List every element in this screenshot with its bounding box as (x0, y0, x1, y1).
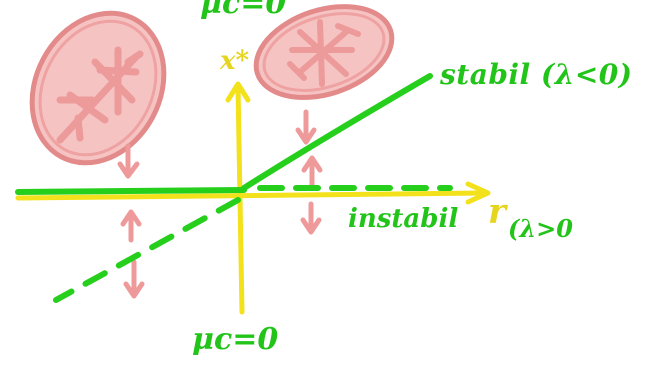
stable-branch-label: stabil (λ<0) (440, 58, 633, 91)
left-ellipse (7, 0, 190, 186)
unstable-branch-label: instabil (348, 204, 458, 234)
unstable-lambda-label: (λ>0 (508, 214, 573, 243)
unstable-branch-lower (56, 200, 238, 300)
left-flow-cluster (7, 0, 190, 186)
top-mu-label: μc=0 (200, 0, 286, 21)
arrow-icon (298, 112, 314, 142)
flow-arrows (120, 112, 320, 296)
arrow-icon (304, 158, 320, 186)
arrow-icon (303, 204, 319, 232)
bottom-mu-label: μc=0 (192, 322, 278, 357)
xstar-axis-label: x* (220, 46, 249, 76)
r-axis-label: r (488, 192, 506, 232)
arrow-icon (123, 212, 139, 240)
arrow-icon (126, 262, 142, 296)
stable-branch-left (18, 190, 244, 192)
